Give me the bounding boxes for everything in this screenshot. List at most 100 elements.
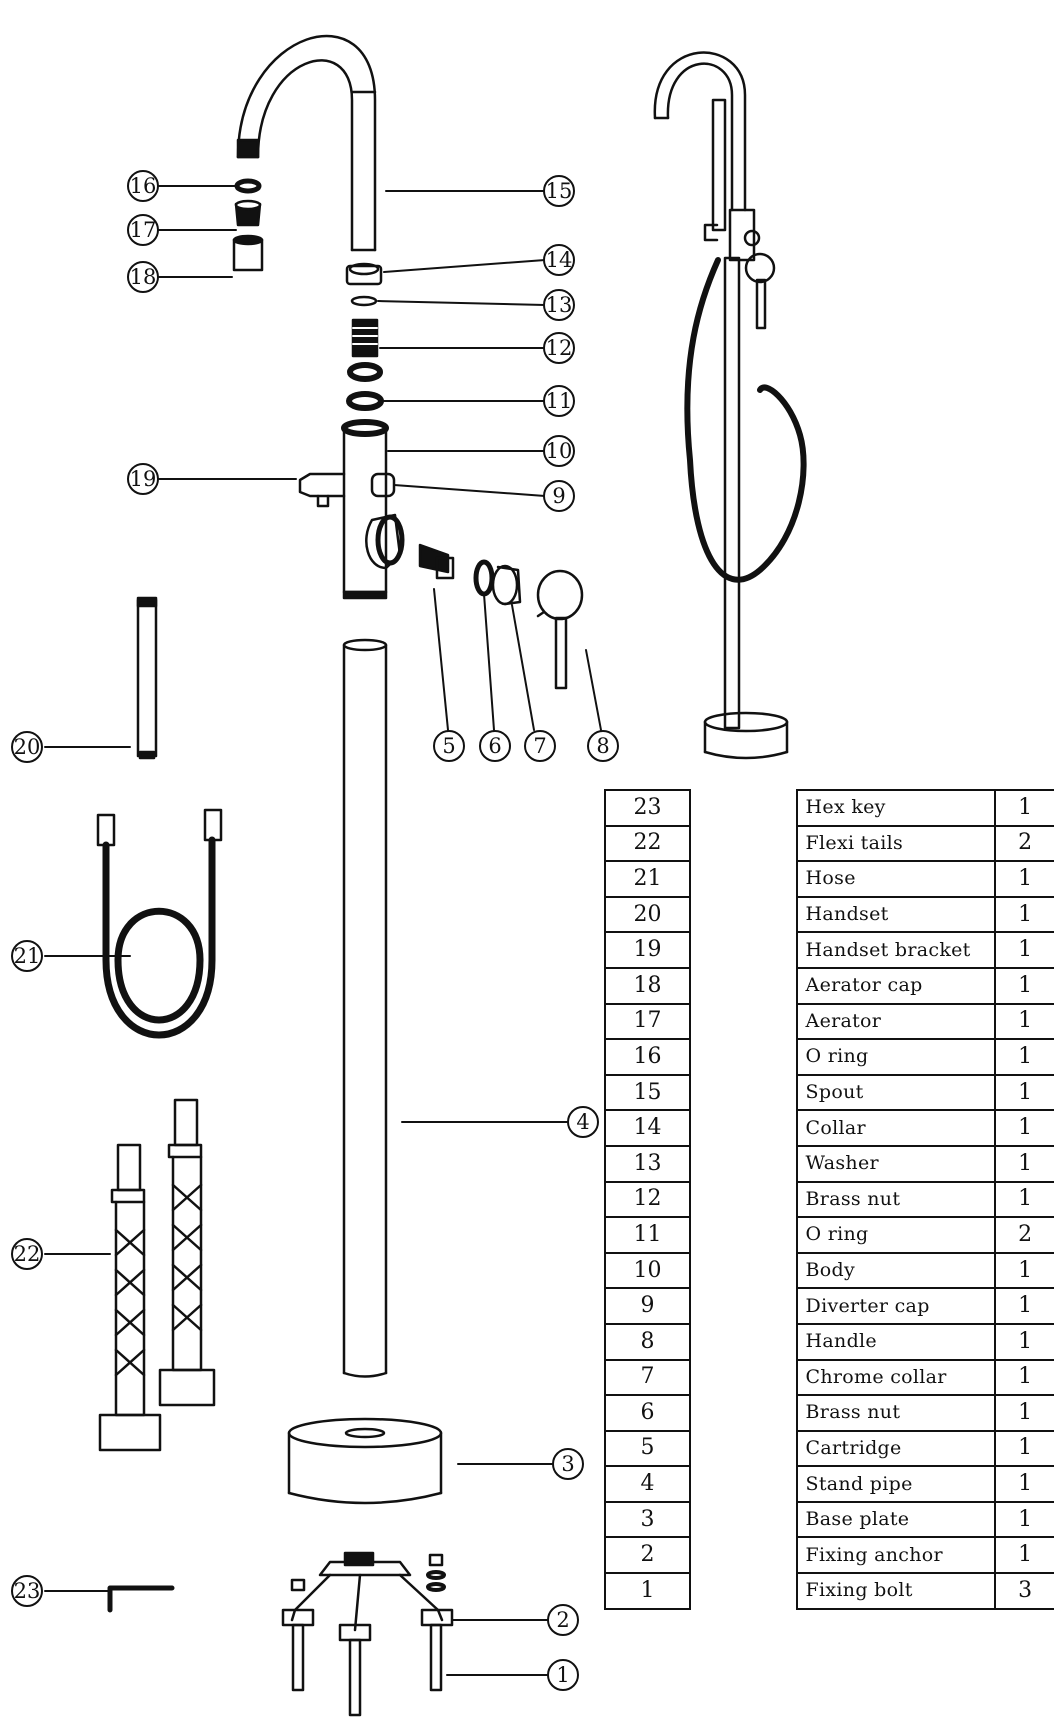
- part-name: Hex key: [795, 789, 997, 827]
- part-number: 16: [603, 1038, 692, 1076]
- part-name: Brass nut: [795, 1394, 997, 1432]
- callout-20: 20: [11, 731, 43, 763]
- callout-5: 5: [433, 730, 465, 762]
- part-quantity: 1: [994, 1180, 1054, 1219]
- blank-column: [689, 1466, 798, 1502]
- part-quantity: 1: [994, 1394, 1054, 1432]
- part-quantity: 1: [994, 966, 1054, 1005]
- parts-row: 7 Chrome collar 1: [603, 1358, 1054, 1397]
- part-quantity: 1: [994, 1002, 1054, 1041]
- svg-text:8: 8: [596, 734, 609, 758]
- svg-text:15: 15: [546, 179, 573, 203]
- part-number: 20: [603, 895, 692, 934]
- aerator-parts: [232, 178, 264, 272]
- part-number: 19: [603, 931, 692, 969]
- callout-23: 23: [11, 1575, 43, 1607]
- part-quantity: 2: [994, 824, 1054, 863]
- part-number: 14: [603, 1109, 692, 1147]
- part-number: 3: [603, 1500, 692, 1539]
- part-number: 9: [603, 1287, 692, 1325]
- part-number: 2: [603, 1536, 692, 1575]
- base-plate-part: [287, 1417, 443, 1505]
- blank-column: [689, 861, 798, 897]
- callout-2: 2: [547, 1604, 579, 1636]
- part-name: Cartridge: [795, 1429, 997, 1468]
- parts-row: 22 Flexi tails 2: [603, 824, 1054, 863]
- part-number: 21: [603, 860, 692, 898]
- parts-row: 2 Fixing anchor 1: [603, 1536, 1054, 1575]
- part-number: 4: [603, 1465, 692, 1503]
- blank-column: [689, 1323, 798, 1360]
- callout-6: 6: [479, 730, 511, 762]
- svg-text:22: 22: [14, 1242, 41, 1266]
- callout-3: 3: [552, 1448, 584, 1480]
- parts-row: 9 Diverter cap 1: [603, 1287, 1054, 1325]
- part-quantity: 1: [994, 931, 1054, 969]
- part-name: Aerator cap: [795, 966, 997, 1005]
- blank-column: [689, 1074, 798, 1111]
- part-number: 12: [603, 1180, 692, 1219]
- blank-column: [689, 1217, 798, 1253]
- part-number: 1: [603, 1572, 692, 1610]
- parts-row: 13 Washer 1: [603, 1144, 1054, 1183]
- part-number: 5: [603, 1429, 692, 1468]
- part-name: Fixing anchor: [795, 1536, 997, 1575]
- part-quantity: 1: [994, 895, 1054, 934]
- parts-row: 11 O ring 2: [603, 1216, 1054, 1254]
- callout-4: 4: [567, 1106, 599, 1138]
- svg-text:3: 3: [561, 1452, 574, 1476]
- parts-list-table: 23 Hex key 1 22 Flexi tails 2 21 Hose 1 …: [603, 789, 1054, 1610]
- part-number: 8: [603, 1322, 692, 1361]
- blank-column: [689, 1288, 798, 1324]
- callout-18: 18: [127, 261, 159, 293]
- callout-17: 17: [127, 214, 159, 246]
- blank-column: [689, 1145, 798, 1182]
- callout-1: 1: [547, 1659, 579, 1691]
- svg-text:4: 4: [576, 1110, 589, 1134]
- part-name: Body: [795, 1251, 997, 1290]
- spout-part: [236, 34, 377, 252]
- part-name: Stand pipe: [795, 1465, 997, 1503]
- part-name: Chrome collar: [795, 1358, 997, 1397]
- collar-washer-nut-parts: [345, 262, 384, 411]
- blank-column: [689, 1110, 798, 1146]
- blank-column: [689, 1003, 798, 1040]
- parts-row: 17 Aerator 1: [603, 1002, 1054, 1041]
- parts-row: 6 Brass nut 1: [603, 1394, 1054, 1432]
- blank-column: [689, 1039, 798, 1075]
- parts-row: 3 Base plate 1: [603, 1500, 1054, 1539]
- part-name: O ring: [795, 1038, 997, 1076]
- svg-text:21: 21: [14, 944, 41, 968]
- part-name: Handset bracket: [795, 931, 997, 969]
- callout-9: 9: [543, 480, 575, 512]
- callout-19: 19: [127, 463, 159, 495]
- svg-text:17: 17: [130, 218, 157, 242]
- svg-text:20: 20: [14, 735, 41, 759]
- blank-column: [689, 1359, 798, 1396]
- part-number: 6: [603, 1394, 692, 1432]
- part-quantity: 1: [994, 1429, 1054, 1468]
- blank-column: [689, 1252, 798, 1289]
- assembled-mixer-illustration: [653, 51, 807, 760]
- part-quantity: 1: [994, 1536, 1054, 1575]
- parts-row: 23 Hex key 1: [603, 789, 1054, 827]
- part-quantity: 1: [994, 1465, 1054, 1503]
- part-quantity: 1: [994, 1287, 1054, 1325]
- part-name: Aerator: [795, 1002, 997, 1041]
- part-name: Flexi tails: [795, 824, 997, 863]
- hex-key-part: [107, 1585, 175, 1613]
- part-number: 7: [603, 1358, 692, 1397]
- parts-row: 8 Handle 1: [603, 1322, 1054, 1361]
- part-name: Hose: [795, 860, 997, 898]
- callout-22: 22: [11, 1238, 43, 1270]
- svg-text:16: 16: [130, 174, 157, 198]
- parts-row: 21 Hose 1: [603, 860, 1054, 898]
- part-name: Collar: [795, 1109, 997, 1147]
- callout-8: 8: [587, 730, 619, 762]
- svg-text:9: 9: [552, 484, 565, 508]
- parts-row: 20 Handset 1: [603, 895, 1054, 934]
- part-name: Handset: [795, 895, 997, 934]
- part-quantity: 1: [994, 1322, 1054, 1361]
- blank-column: [689, 896, 798, 933]
- handset-part: [136, 596, 158, 760]
